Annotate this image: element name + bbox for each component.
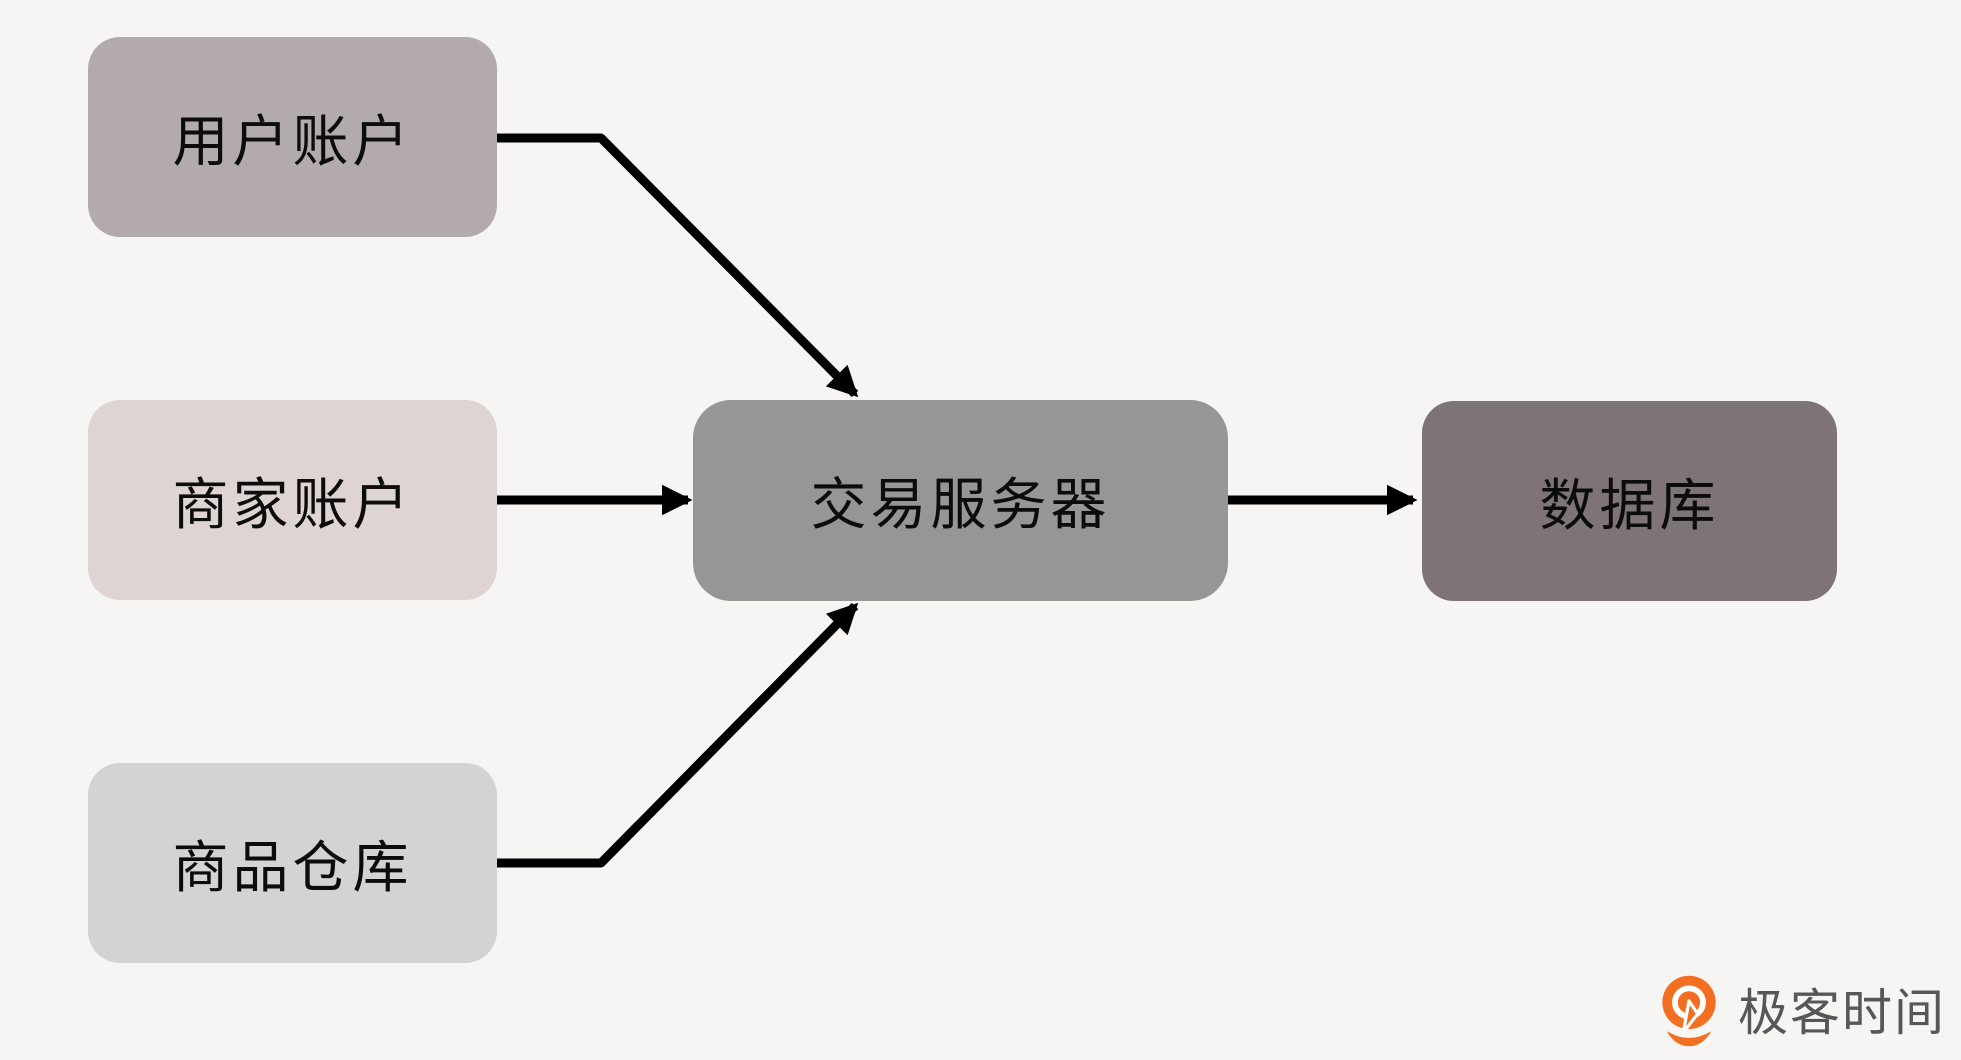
edge-user-account-to-server xyxy=(497,133,859,398)
geektime-q-pin-icon xyxy=(1653,972,1725,1050)
node-merchant-account-label: 商家账户 xyxy=(172,472,413,536)
geektime-logo: 极客时间 xyxy=(1653,972,1946,1050)
node-database: 数据库 xyxy=(1422,401,1837,601)
node-transaction-server-label: 交易服务器 xyxy=(810,473,1111,536)
node-product-warehouse: 商品仓库 xyxy=(88,763,497,963)
node-user-account: 用户账户 xyxy=(88,37,497,237)
geektime-logo-text: 极客时间 xyxy=(1738,985,1946,1041)
node-user-account-label: 用户账户 xyxy=(172,109,413,173)
edge-warehouse-to-server xyxy=(497,602,859,868)
node-database-label: 数据库 xyxy=(1539,473,1720,537)
node-merchant-account: 商家账户 xyxy=(88,400,497,600)
node-transaction-server: 交易服务器 xyxy=(693,400,1228,601)
node-product-warehouse-label: 商品仓库 xyxy=(172,835,413,899)
